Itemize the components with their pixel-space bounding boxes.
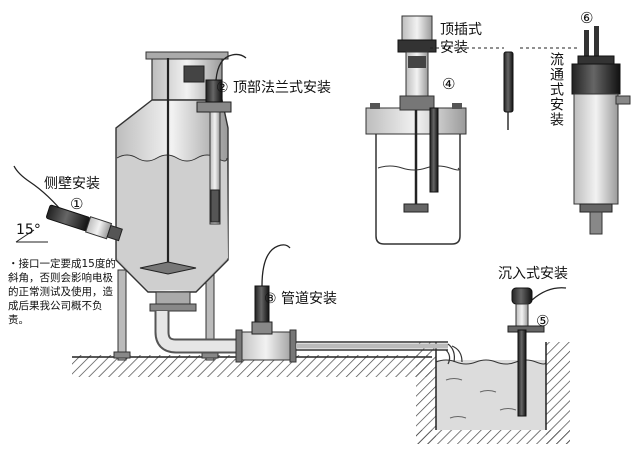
submerge-sensor bbox=[507, 287, 567, 417]
label-submerge-num: ⑤ bbox=[536, 312, 550, 330]
label-flow-num: ⑥ bbox=[580, 9, 594, 27]
flow-through-cell bbox=[520, 26, 631, 235]
ground bbox=[72, 342, 570, 444]
water-basin bbox=[435, 342, 547, 430]
pipe-sensor bbox=[251, 244, 291, 335]
label-pipe: ③ 管道安装 bbox=[264, 291, 338, 307]
label-side-num: ① bbox=[70, 195, 84, 213]
top-insert-assembly bbox=[365, 15, 514, 245]
top-flange-sensor bbox=[196, 53, 247, 225]
label-side-wall: 侧壁安装 bbox=[44, 176, 100, 192]
label-top-insert-line1: 顶插式 bbox=[440, 22, 482, 38]
side-wall-sensor bbox=[13, 165, 123, 243]
label-top-insert-line2: 安装 bbox=[440, 40, 468, 56]
label-angle: 15° bbox=[16, 222, 41, 238]
label-top-flange: ② 顶部法兰式安装 bbox=[216, 80, 332, 96]
tank bbox=[115, 51, 229, 312]
label-flow: 流通式安装 bbox=[548, 52, 564, 127]
piping bbox=[154, 311, 463, 365]
label-top-insert-num: ④ bbox=[442, 75, 456, 93]
label-submerge: 沉入式安装 bbox=[498, 266, 568, 282]
installation-note: ・接口一定要成15度的斜角，否则会影响电极的正常测试及使用，造成后果我公司概不负… bbox=[8, 258, 116, 326]
